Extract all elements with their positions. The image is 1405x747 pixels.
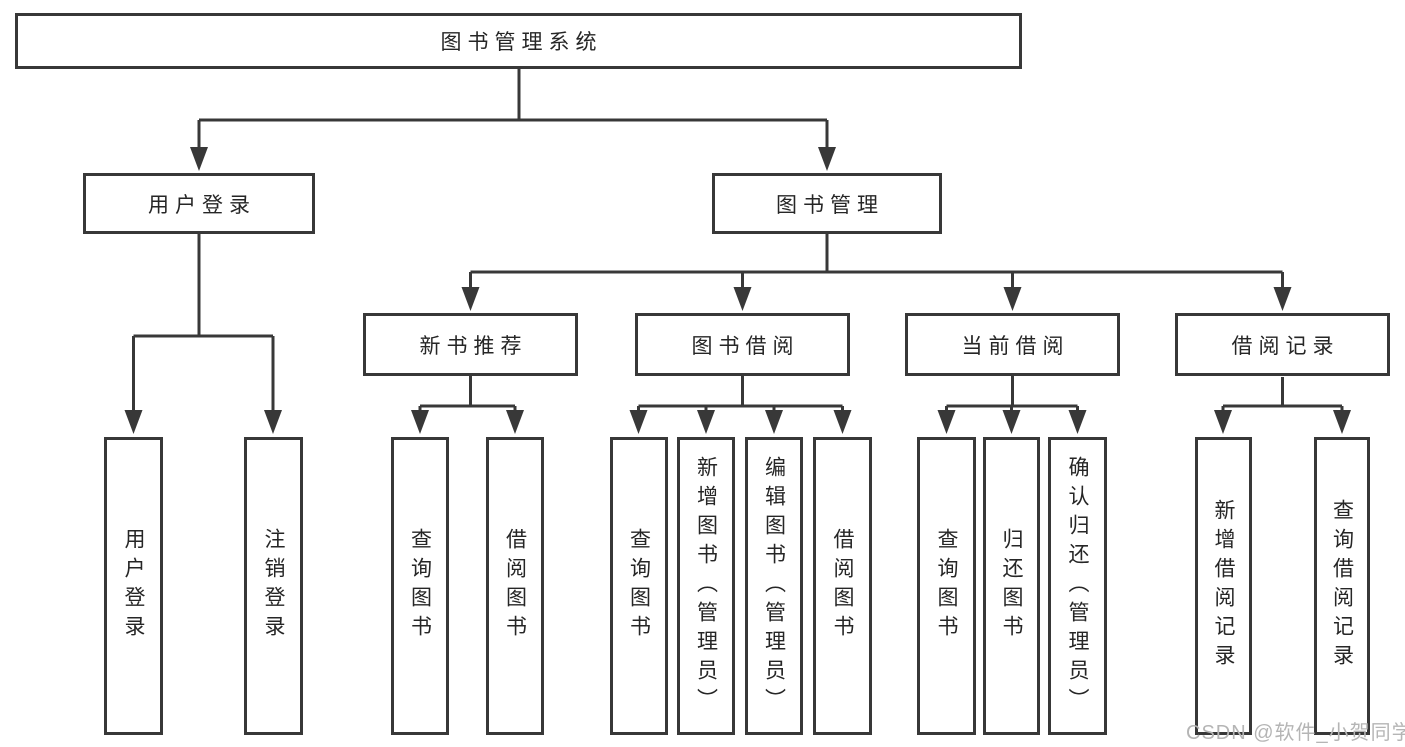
arrow-down-icon [506,410,524,434]
node-label: 归还图书 [1000,528,1023,644]
arrow-down-icon [124,410,143,434]
node-label: 新增借阅记录 [1212,499,1235,673]
node-label: 注销登录 [262,528,285,644]
node-label: 编辑图书（管理员） [762,455,786,717]
csdn-watermark: CSDN @软件_小贺同学 [1186,722,1405,744]
connector-book-mgmt-to-level3 [469,234,1284,289]
arrow-down-icon [411,410,429,434]
node-leaf-add-borrow-record: 新增借阅记录 [1195,437,1252,735]
node-label: 确认归还（管理员） [1066,455,1089,717]
node-leaf-borrow-books-2: 借阅图书 [813,437,872,735]
node-label: 用户登录 [148,193,256,217]
node-label: 新书推荐 [419,334,528,358]
arrow-down-icon [264,410,282,434]
arrow-down-icon [1273,287,1292,311]
node-book-management: 图书管理 [712,173,942,234]
connector-record-to-leaves [1221,377,1344,412]
node-leaf-user-login: 用户登录 [104,437,163,735]
arrow-down-icon [461,287,480,311]
node-leaf-add-books-admin: 新增图书（管理员） [677,437,735,735]
connector-current-to-leaves [945,376,1079,412]
node-label: 借阅图书 [831,528,854,644]
arrow-down-icon [697,410,715,434]
node-borrow-record: 借阅记录 [1175,313,1390,376]
node-leaf-edit-books-admin: 编辑图书（管理员） [745,437,803,735]
node-leaf-query-books-1: 查询图书 [391,437,449,735]
arrow-down-icon [1068,410,1087,434]
node-book-borrow: 图书借阅 [635,313,850,376]
node-label: 用户登录 [122,528,145,644]
node-leaf-query-books-2: 查询图书 [610,437,668,735]
node-label: 新增图书（管理员） [694,455,718,717]
arrow-down-icon [1333,410,1351,434]
arrow-down-icon [190,147,208,171]
node-label: 图书管理系统 [440,31,603,54]
node-leaf-query-borrow-record: 查询借阅记录 [1314,437,1370,735]
node-user-login: 用户登录 [83,173,315,234]
node-leaf-confirm-return-admin: 确认归还（管理员） [1048,437,1107,735]
arrow-down-icon [1003,287,1022,311]
arrow-down-icon [1002,410,1021,434]
node-label: 查询图书 [935,528,958,644]
node-label: 借阅记录 [1231,334,1340,358]
node-leaf-return-books: 归还图书 [983,437,1040,735]
node-label: 查询借阅记录 [1330,499,1354,673]
arrow-down-icon [765,410,783,434]
node-label: 图书管理 [776,193,884,217]
connector-root-to-level2 [197,69,829,149]
node-label: 图书借阅 [691,334,800,358]
node-current-borrow: 当前借阅 [905,313,1120,376]
connector-borrow-to-leaves [637,376,844,412]
node-leaf-query-books-3: 查询图书 [917,437,976,735]
node-new-book-recommend: 新书推荐 [363,313,578,376]
node-root-library-system: 图书管理系统 [15,13,1022,69]
node-label: 查询图书 [627,528,651,644]
node-leaf-logout: 注销登录 [244,437,303,735]
node-label: 查询图书 [408,528,432,644]
arrow-down-icon [937,410,956,434]
arrow-down-icon [629,410,648,434]
arrow-down-icon [833,410,852,434]
arrow-down-icon [733,287,752,311]
connector-user-login-to-leaves [132,234,275,412]
arrowheads [124,147,1351,434]
arrow-down-icon [818,147,836,171]
connector-new-book-to-leaves [418,376,517,412]
node-leaf-borrow-books-1: 借阅图书 [486,437,544,735]
node-label: 当前借阅 [961,334,1070,358]
arrow-down-icon [1214,410,1232,434]
node-label: 借阅图书 [503,528,527,644]
